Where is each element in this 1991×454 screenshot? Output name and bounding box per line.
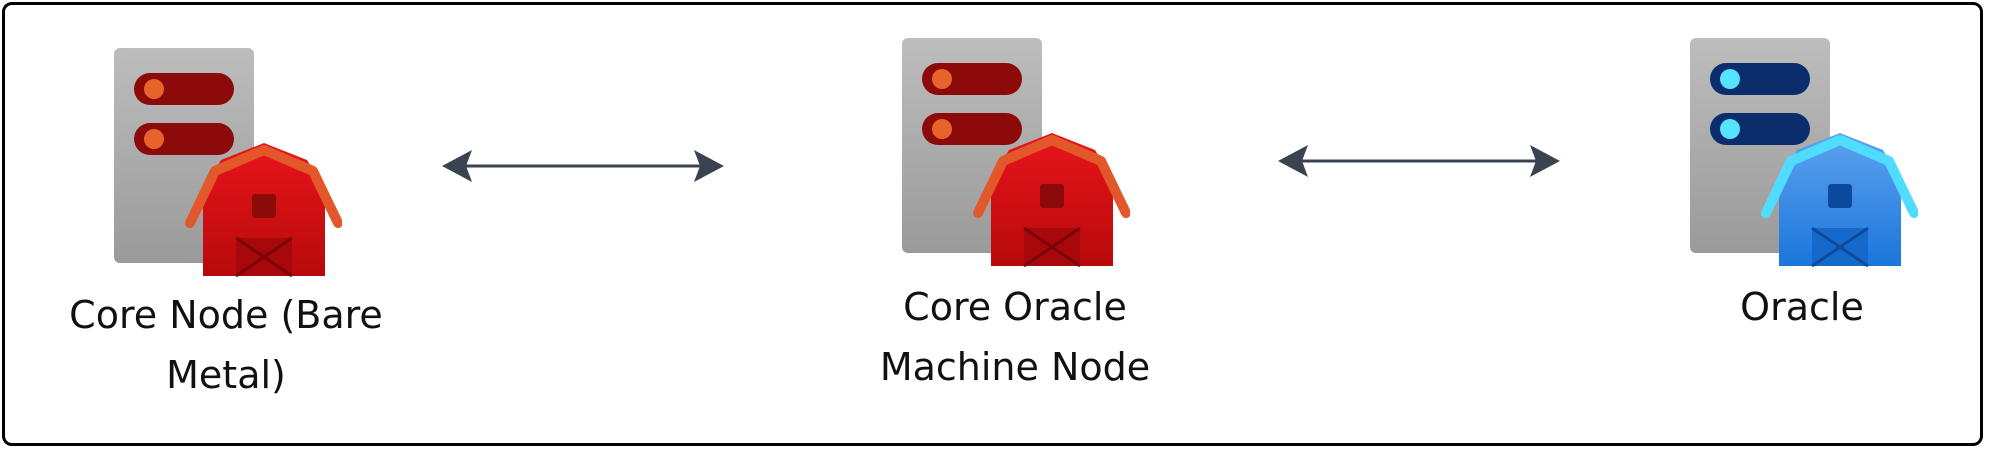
node-label: Oracle	[1740, 285, 1864, 329]
bidirectional-arrow	[442, 150, 724, 182]
bidirectional-arrow	[1278, 145, 1560, 177]
server-barn-icon	[902, 38, 1130, 268]
node-label: Core Oracle Machine Node	[879, 285, 1151, 389]
server-barn-icon	[114, 48, 342, 278]
server-barn-icon	[1690, 38, 1918, 268]
node-label: Core Node (Bare Metal)	[69, 293, 383, 397]
